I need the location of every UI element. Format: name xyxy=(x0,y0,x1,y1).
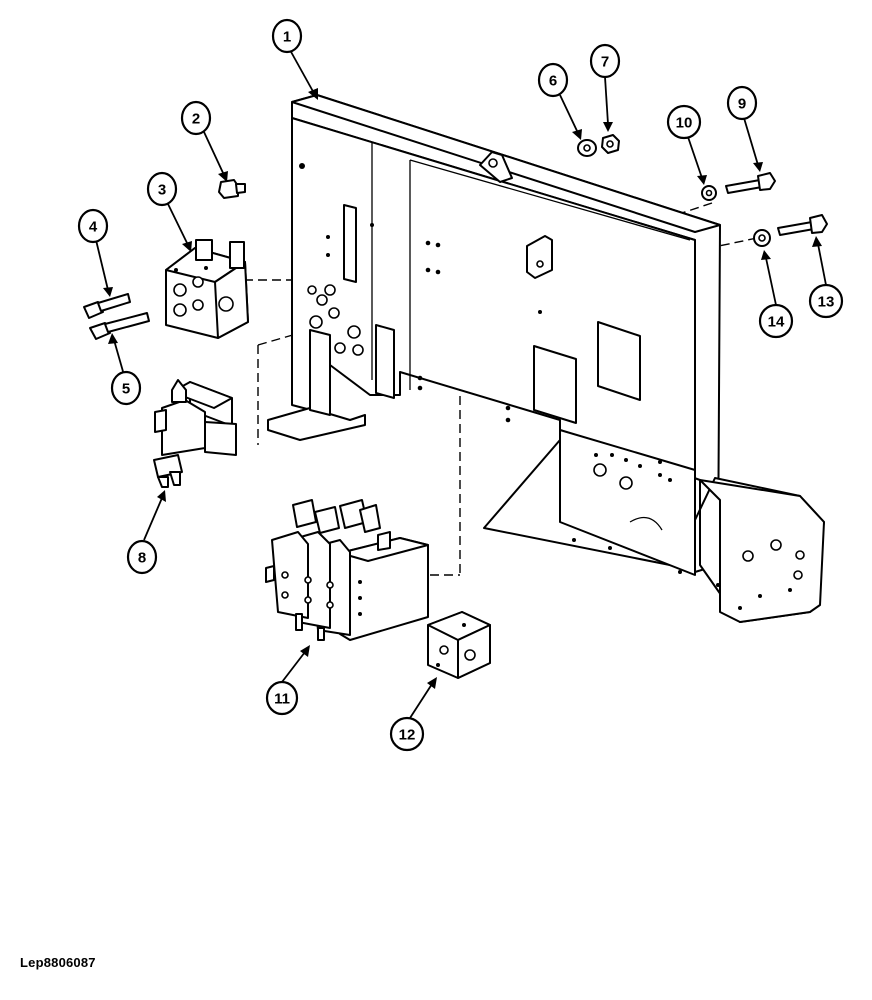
callout-1: 1 xyxy=(271,18,303,54)
callouts: 1 2 3 4 5 6 7 8 xyxy=(77,18,844,752)
callout-7: 7 xyxy=(589,43,621,79)
bolt-washer-parts-upper xyxy=(701,172,776,201)
callout-2: 2 xyxy=(180,100,212,136)
solenoid-valve-part xyxy=(153,379,237,488)
callout-12: 12 xyxy=(389,716,425,752)
control-valve-part xyxy=(165,239,249,339)
callout-7-label: 7 xyxy=(601,54,609,71)
callout-11-label: 11 xyxy=(274,691,290,708)
drawing-reference-code: Lep8806087 xyxy=(20,955,96,970)
callout-1-label: 1 xyxy=(283,29,291,46)
manifold-block-part xyxy=(427,611,491,679)
callout-leaders xyxy=(95,49,827,719)
valve-stack-part xyxy=(265,499,429,641)
callout-3: 3 xyxy=(146,171,178,207)
callout-2-label: 2 xyxy=(192,111,200,128)
callout-4: 4 xyxy=(77,208,109,244)
callout-6-label: 6 xyxy=(549,73,557,90)
callout-6: 6 xyxy=(537,62,569,98)
callout-10: 10 xyxy=(666,104,702,140)
callout-9-label: 9 xyxy=(738,96,746,113)
callout-13-label: 13 xyxy=(818,294,835,311)
callout-12-label: 12 xyxy=(399,727,416,744)
callout-8: 8 xyxy=(126,539,158,575)
callout-14-label: 14 xyxy=(768,314,785,331)
callout-3-label: 3 xyxy=(158,182,166,199)
callout-4-label: 4 xyxy=(89,219,98,236)
callout-11: 11 xyxy=(265,680,299,716)
frame-part xyxy=(267,94,825,623)
washer-nut-parts xyxy=(577,134,620,157)
callout-9: 9 xyxy=(726,85,758,121)
callout-14: 14 xyxy=(758,303,794,339)
callout-13: 13 xyxy=(808,283,844,319)
callout-10-label: 10 xyxy=(676,115,693,132)
callout-8-label: 8 xyxy=(138,550,146,567)
screw-parts xyxy=(83,293,150,340)
cap-screw-part xyxy=(218,179,246,199)
callout-5-label: 5 xyxy=(122,381,130,398)
callout-5: 5 xyxy=(110,370,142,406)
bolt-washer-parts-lower xyxy=(753,214,828,247)
